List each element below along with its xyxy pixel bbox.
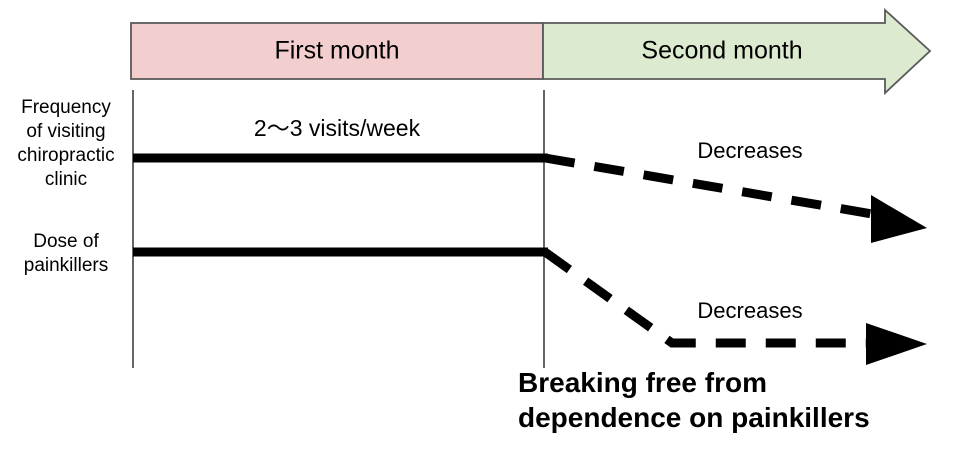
series-label-frequency-line-4: clinic [45,169,87,190]
series-frequency-dashed-segment [544,153,879,220]
series-frequency-line [133,153,927,243]
series-frequency-arrowhead-icon [871,195,927,243]
timeline-banner: First month Second month [130,7,932,96]
callout-line-2: dependence on painkillers [518,402,870,433]
series-label-dose: Dose of painkillers [24,231,108,276]
series-label-frequency-line-1: Frequency [21,97,111,118]
series-dose-line [133,247,927,365]
series-label-frequency-line-2: of visiting [26,121,105,142]
phase-label-first-month: First month [274,37,399,65]
phase-block-first-month [130,22,544,80]
series-frequency-second-month-annotation: Decreases [697,138,802,163]
series-frequency-first-month-annotation: 2〜3 visits/week [254,115,421,141]
series-label-frequency: Frequency of visiting chiropractic clini… [17,97,114,190]
series-label-dose-line-1: Dose of [33,231,99,252]
series-dose-arrowhead-icon [866,323,927,365]
series-label-dose-line-2: painkillers [24,255,108,276]
series-dose-dashed-segment [542,248,872,348]
phase-block-second-month [542,7,932,96]
series-label-frequency-line-3: chiropractic [17,145,114,166]
series-dose-second-month-annotation: Decreases [697,298,802,323]
phase-label-second-month: Second month [641,37,802,65]
callout-breaking-free: Breaking free from dependence on painkil… [518,367,870,433]
callout-line-1: Breaking free from [518,367,767,398]
